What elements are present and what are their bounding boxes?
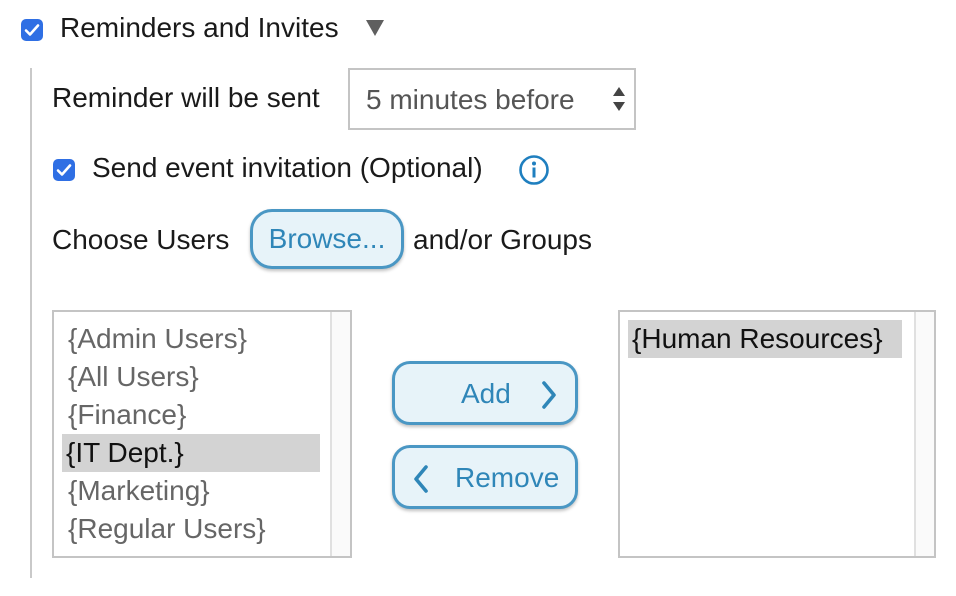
reminder-select[interactable]: 5 minutes before [348,68,636,130]
list-item-selected[interactable]: {Human Resources} [628,320,902,358]
list-item-selected[interactable]: {IT Dept.} [62,434,320,472]
browse-button[interactable]: Browse... [250,209,404,269]
section-indent-rule [30,68,32,578]
reminder-select-value: 5 minutes before [366,84,575,115]
remove-button-label: Remove [455,462,560,493]
list-item[interactable]: {Marketing} [68,475,210,506]
select-stepper-icon [613,87,625,111]
available-list-scrollbar[interactable] [330,312,350,556]
choose-users-label: Choose Users [52,224,230,255]
disclosure-triangle-icon[interactable] [366,20,384,36]
info-icon[interactable] [518,154,550,186]
add-button-label: Add [461,378,511,409]
list-item[interactable]: {Admin Users} [68,323,247,354]
reminder-label: Reminder will be sent [52,82,320,113]
chevron-right-icon [542,381,556,409]
section-title: Reminders and Invites [60,12,339,43]
checkmark-icon [56,164,72,176]
send-invitation-label: Send event invitation (Optional) [92,152,483,183]
add-button[interactable]: Add [392,361,578,425]
remove-button[interactable]: Remove [392,445,578,509]
and-or-groups-label: and/or Groups [413,224,592,255]
selected-groups-list[interactable]: {Human Resources} [618,310,936,558]
list-item[interactable]: {Regular Users} [68,513,266,544]
chevron-left-icon [414,465,428,493]
reminders-checkbox[interactable] [21,19,43,41]
send-invitation-checkbox[interactable] [53,159,75,181]
checkmark-icon [24,24,40,36]
available-groups-list[interactable]: {Admin Users} {All Users} {Finance} {IT … [52,310,352,558]
selected-list-scrollbar[interactable] [914,312,934,556]
list-item[interactable]: {All Users} [68,361,199,392]
list-item[interactable]: {Finance} [68,399,187,430]
